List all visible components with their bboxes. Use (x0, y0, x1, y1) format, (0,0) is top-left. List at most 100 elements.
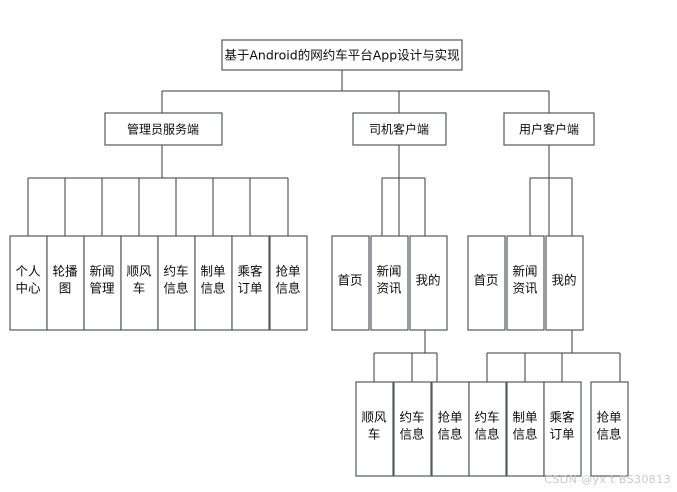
node-driver-child-2-box[interactable] (409, 235, 448, 331)
node-root[interactable]: 基于Android的网约车平台App设计与实现 (221, 39, 463, 71)
node-user-grandchild-1-label-line1: 制单 (512, 410, 537, 425)
node-admin-child-6-label-line2: 订单 (237, 281, 262, 296)
node-admin-child-2[interactable]: 新闻 管理 (83, 235, 122, 331)
node-admin-child-3[interactable]: 顺风 车 (120, 235, 159, 331)
node-user-child-2-box[interactable] (545, 235, 584, 331)
node-admin-child-5[interactable]: 制单 信息 (194, 235, 233, 331)
node-admin-child-4-label-line2: 信息 (163, 281, 188, 296)
node-user-client-box[interactable] (503, 112, 595, 146)
node-user-child-0-label-line1: 首页 (473, 273, 498, 288)
node-admin-child-4[interactable]: 约车 信息 (157, 235, 196, 331)
node-driver-grandchild-2-label-line1: 抢单 (437, 410, 462, 425)
node-admin-child-0-box[interactable] (9, 235, 48, 331)
node-user-child-2-label-line1: 我的 (551, 273, 576, 288)
node-driver-grandchild-1-label-line1: 约车 (399, 410, 424, 425)
node-user-child-1-label-line2: 资讯 (512, 281, 538, 296)
node-user-child-0-box[interactable] (467, 235, 506, 331)
node-admin-server[interactable]: 管理员服务端 (104, 112, 223, 146)
node-driver-child-0-box[interactable] (331, 235, 370, 331)
watermark-label: CSDN @yx t BS30813 (544, 473, 671, 486)
node-admin-child-6-box[interactable] (231, 235, 270, 331)
node-driver-grandchild-0-label-line2: 车 (368, 427, 381, 442)
node-admin-child-7-box[interactable] (269, 235, 308, 331)
node-admin-child-1-box[interactable] (46, 235, 85, 331)
node-admin-child-7-label-line2: 信息 (275, 281, 300, 296)
node-admin-child-5-box[interactable] (194, 235, 233, 331)
node-user-child-1-label-line1: 新闻 (512, 264, 537, 279)
node-admin-server-label: 管理员服务端 (127, 122, 199, 137)
node-user-client-label: 用户客户端 (519, 122, 579, 137)
node-user-grandchild-3-label-line2: 信息 (596, 427, 621, 442)
node-driver-grandchild-0[interactable]: 顺风 车 (355, 381, 394, 477)
node-admin-child-7[interactable]: 抢单 信息 (269, 235, 308, 331)
node-driver-child-1-label-line1: 新闻 (376, 264, 401, 279)
node-driver-grandchild-2-label-line2: 信息 (437, 427, 462, 442)
node-driver-grandchild-1[interactable]: 约车 信息 (393, 381, 432, 477)
node-driver-grandchild-0-box[interactable] (355, 381, 394, 477)
node-user-grandchild-3-label-line1: 抢单 (596, 410, 621, 425)
connector-driver-child-drops (381, 178, 426, 236)
node-driver-client-label: 司机客户端 (369, 122, 429, 137)
node-user-grandchild-3-box[interactable] (590, 381, 629, 477)
connector-driver-grandchild-drops (373, 353, 438, 382)
node-user-grandchild-2-label-line1: 乘客 (549, 410, 575, 425)
node-user-child-1-box[interactable] (506, 235, 545, 331)
node-driver-grandchild-1-label-line2: 信息 (399, 427, 424, 442)
node-admin-child-1-label-line2: 图 (59, 281, 72, 296)
node-driver-child-2[interactable]: 我的 (409, 235, 448, 331)
node-user-grandchild-1-box[interactable] (506, 381, 545, 477)
node-admin-child-2-label-line2: 管理 (89, 281, 115, 296)
node-admin-child-1[interactable]: 轮播 图 (46, 235, 85, 331)
node-user-child-2[interactable]: 我的 (545, 235, 584, 331)
node-driver-grandchild-2[interactable]: 抢单 信息 (431, 381, 470, 477)
node-user-grandchild-2-box[interactable] (543, 381, 582, 477)
node-driver-grandchild-2-box[interactable] (431, 381, 470, 477)
node-user-grandchild-0-label-line1: 约车 (474, 410, 499, 425)
node-user-child-1[interactable]: 新闻 资讯 (506, 235, 545, 331)
node-user-grandchild-1[interactable]: 制单 信息 (506, 381, 545, 477)
node-user-grandchild-3[interactable]: 抢单 信息 (590, 381, 629, 477)
node-admin-child-5-label-line2: 信息 (200, 281, 225, 296)
node-admin-child-0-label-line2: 中心 (15, 281, 41, 296)
node-admin-child-0[interactable]: 个人 中心 (9, 235, 48, 331)
node-driver-client-box[interactable] (352, 112, 447, 146)
node-admin-child-5-label-line1: 制单 (200, 264, 225, 279)
node-admin-child-3-label-line2: 车 (133, 281, 146, 296)
node-user-grandchild-2-label-line2: 订单 (549, 427, 574, 442)
node-user-grandchild-0[interactable]: 约车 信息 (468, 381, 507, 477)
node-admin-child-7-label-line1: 抢单 (275, 264, 300, 279)
node-admin-child-4-box[interactable] (157, 235, 196, 331)
node-admin-child-6[interactable]: 乘客 订单 (231, 235, 270, 331)
connector-user-grandchild-drops (486, 353, 621, 382)
node-driver-child-0[interactable]: 首页 (331, 235, 370, 331)
node-admin-child-3-label-line1: 顺风 (126, 264, 152, 279)
node-admin-child-6-label-line1: 乘客 (237, 264, 263, 279)
node-user-grandchild-0-label-line2: 信息 (474, 427, 499, 442)
node-admin-child-2-box[interactable] (83, 235, 122, 331)
node-admin-child-2-label-line1: 新闻 (89, 264, 114, 279)
connector-layer (27, 70, 621, 382)
node-admin-child-4-label-line1: 约车 (163, 264, 188, 279)
node-driver-child-0-label-line1: 首页 (337, 273, 362, 288)
node-driver-grandchild-1-box[interactable] (393, 381, 432, 477)
node-root-label: 基于Android的网约车平台App设计与实现 (224, 48, 459, 63)
node-root-box[interactable] (221, 39, 463, 71)
node-user-child-0[interactable]: 首页 (467, 235, 506, 331)
node-admin-child-3-box[interactable] (120, 235, 159, 331)
node-driver-grandchild-0-label-line1: 顺风 (361, 410, 387, 425)
node-driver-child-1[interactable]: 新闻 资讯 (370, 235, 409, 331)
node-admin-server-box[interactable] (104, 112, 223, 146)
node-user-grandchild-2[interactable]: 乘客 订单 (543, 381, 582, 477)
node-driver-client[interactable]: 司机客户端 (352, 112, 447, 146)
node-admin-child-0-label-line1: 个人 (15, 264, 41, 279)
connector-admin-child-drops (27, 178, 289, 236)
node-user-grandchild-0-box[interactable] (468, 381, 507, 477)
node-driver-child-2-label-line1: 我的 (415, 273, 440, 288)
node-driver-child-1-label-line2: 资讯 (376, 281, 402, 296)
node-driver-child-1-box[interactable] (370, 235, 409, 331)
connector-user-child-drops (529, 178, 573, 236)
node-user-client[interactable]: 用户客户端 (503, 112, 595, 146)
node-user-grandchild-1-label-line2: 信息 (512, 427, 537, 442)
